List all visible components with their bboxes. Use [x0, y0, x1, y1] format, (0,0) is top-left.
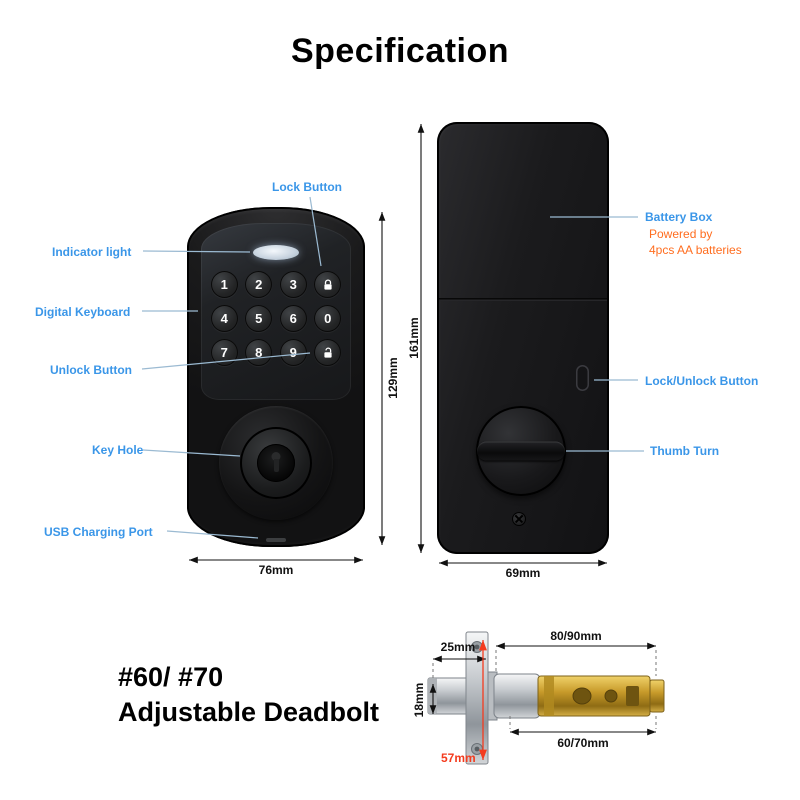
key-hole-label: Key Hole: [92, 443, 144, 457]
key-2: 2: [245, 271, 273, 298]
back-height-dimension: 161mm: [407, 317, 421, 359]
thumb-turn-knob: [476, 406, 566, 496]
key-8: 8: [245, 339, 273, 366]
unlock-icon: [324, 346, 332, 358]
key-lock: [314, 271, 342, 298]
deadbolt-collar: [219, 406, 333, 520]
page-title: Specification: [290, 32, 510, 70]
battery-note-line2: 4pcs AA batteries: [649, 243, 742, 257]
extension-lines: [432, 650, 657, 729]
latch-bottom-length-dimension: 60/70mm: [557, 736, 609, 750]
key-3: 3: [279, 271, 307, 298]
usb-charging-port: [266, 538, 286, 542]
latch-bolt-height-dimension: 18mm: [412, 682, 426, 718]
key-7: 7: [210, 339, 238, 366]
latch-top-length-dimension: 80/90mm: [550, 629, 602, 643]
front-lock-illustration: 1 2 3 4 5 6 0 7 8 9: [187, 207, 365, 547]
keyhole-slot: [271, 452, 281, 461]
key-1: 1: [210, 271, 238, 298]
unlock-button-label: Unlock Button: [50, 363, 132, 377]
battery-cover-seam: [439, 298, 607, 301]
digital-keyboard-label: Digital Keyboard: [35, 305, 131, 319]
battery-note-line1: Powered by: [649, 227, 713, 241]
key-6: 6: [279, 305, 307, 332]
thumb-turn-label: Thumb Turn: [650, 444, 720, 458]
deadbolt-name: Adjustable Deadbolt: [118, 697, 380, 727]
back-lock-illustration: [437, 122, 609, 554]
back-width-dimension: 69mm: [505, 566, 541, 580]
key-4: 4: [210, 305, 238, 332]
digital-keypad: 1 2 3 4 5 6 0 7 8 9: [207, 271, 345, 366]
key-hole: [257, 444, 295, 482]
lock-icon: [324, 278, 332, 290]
battery-box-label: Battery Box: [645, 210, 713, 224]
deadbolt-model: #60/ #70: [118, 662, 224, 692]
thumb-turn-bar: [477, 441, 565, 461]
lock-unlock-button-label: Lock/Unlock Button: [645, 374, 759, 388]
key-0: 0: [314, 305, 342, 332]
key-9: 9: [279, 339, 307, 366]
key-5: 5: [245, 305, 273, 332]
indicator-light-label: Indicator light: [52, 245, 132, 259]
latch-backset-dimension: 25mm: [440, 640, 476, 654]
cylinder-ring: [240, 427, 312, 499]
lock-button-label: Lock Button: [272, 180, 342, 194]
usb-charging-port-label: USB Charging Port: [44, 525, 153, 539]
latch-faceplate-dimension: 57mm: [441, 751, 476, 765]
front-width-dimension: 76mm: [258, 563, 294, 577]
mounting-screw: [512, 512, 526, 526]
key-unlock: [314, 339, 342, 366]
indicator-light: [253, 245, 299, 260]
lock-unlock-side-button: [576, 365, 589, 391]
front-height-dimension: 129mm: [386, 357, 400, 399]
